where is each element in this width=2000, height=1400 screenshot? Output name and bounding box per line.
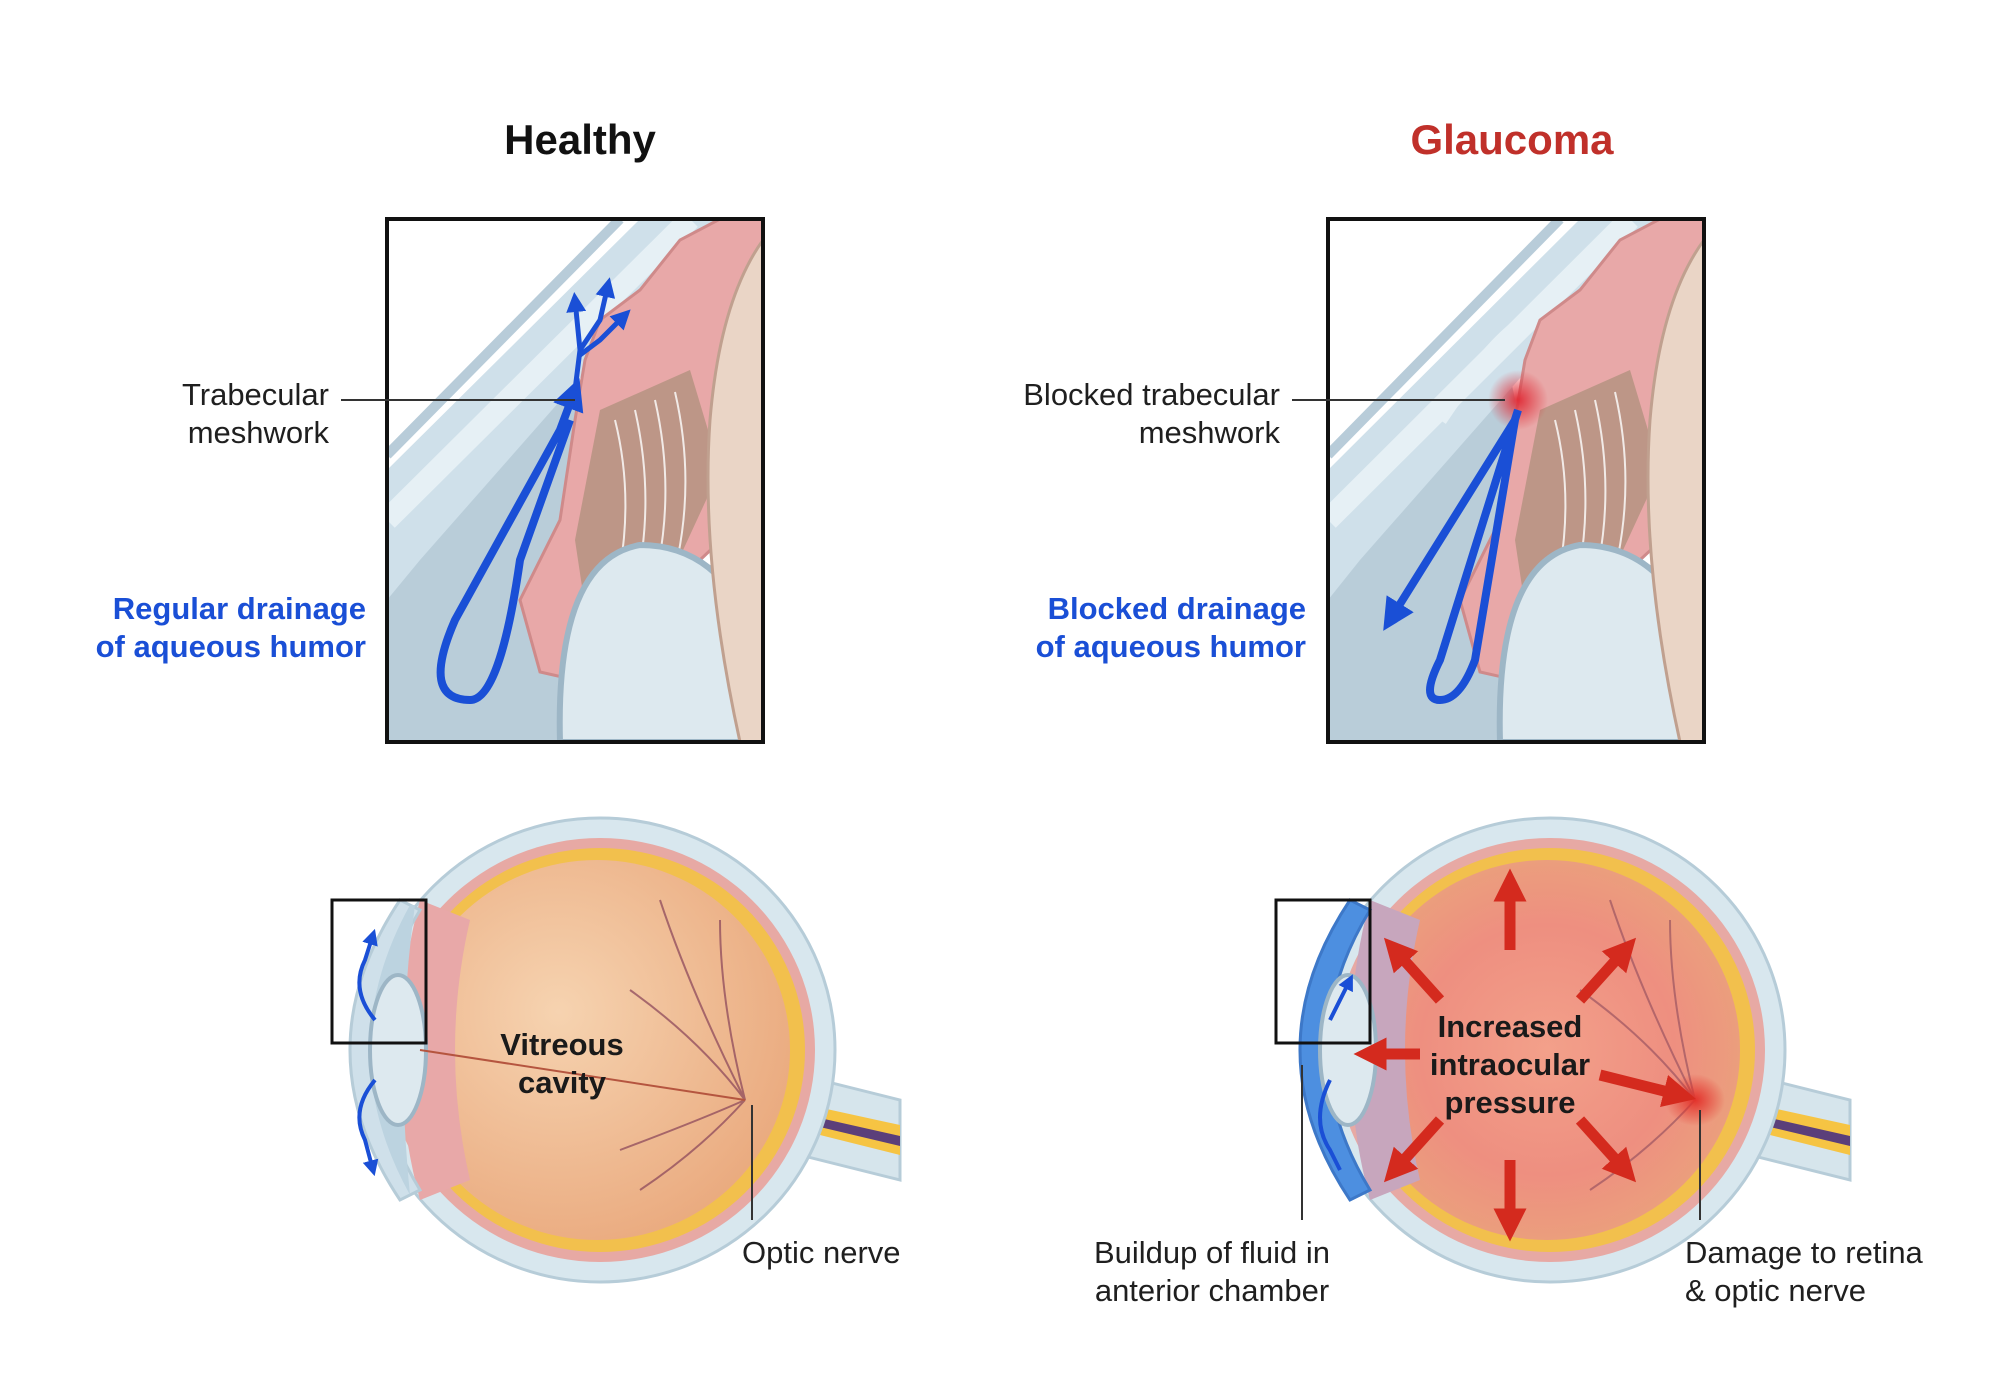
healthy-eye-flow-lower [357,1078,379,1177]
glaucoma-inset-frame [1326,217,1706,744]
buildup-line2: anterior chamber [1094,1273,1330,1308]
trabecular-label-line1: Trabecular [181,377,329,412]
healthy-eye [330,816,902,1284]
vitreous-line2: cavity [518,1065,606,1100]
glaucoma-flow-arrow [1383,408,1522,705]
glaucoma-vitreous [1354,860,1740,1240]
healthy-flow-arrow [436,378,584,705]
pressure-arrow-right [1598,1069,1697,1108]
pressure-line2: intraocular [1429,1047,1591,1082]
regular-drainage-label: Regular drainage of aqueous humor [40,590,366,666]
blocked-drainage-line1: Blocked drainage [1047,591,1306,626]
healthy-inset [341,217,765,744]
glaucoma-eye [1274,816,1852,1284]
regular-drainage-line1: Regular drainage [112,591,366,626]
damage-line2: & optic nerve [1685,1273,1866,1308]
regular-drainage-line2: of aqueous humor [95,629,366,664]
intraocular-pressure-label: Increased intraocular pressure [1400,1008,1620,1122]
healthy-vitreous [404,860,790,1240]
pressure-line1: Increased [1437,1009,1583,1044]
healthy-title: Healthy [504,116,656,163]
trabecular-label-line2: meshwork [187,415,329,450]
glaucoma-title: Glaucoma [1410,116,1614,163]
pressure-line3: pressure [1444,1085,1576,1120]
blocked-trab-line2: meshwork [1138,415,1280,450]
blocked-drainage-line2: of aqueous humor [1035,629,1306,664]
buildup-fluid-label: Buildup of fluid in anterior chamber [1062,1234,1362,1310]
optic-nerve-label: Optic nerve [742,1235,901,1270]
vitreous-cavity-label: Vitreous cavity [462,1026,662,1102]
healthy-inset-frame [385,217,765,744]
trabecular-meshwork-label: Trabecular meshwork [100,376,329,452]
pressure-arrows [1353,868,1697,1242]
damage-glow [1665,1074,1725,1126]
healthy-outflow-arrows [566,277,631,391]
glaucoma-cornea [1328,219,1660,600]
pressure-arrow-upright [1575,937,1637,1004]
pressure-arrow-downright [1575,1116,1637,1183]
healthy-eye-zoom-box [330,898,428,1045]
pressure-arrow-downleft [1383,1116,1445,1183]
blocked-meshwork-glow [1488,370,1548,430]
blocked-trabecular-label: Blocked trabecular meshwork [960,376,1280,452]
glaucoma-inset [1292,217,1706,744]
blocked-drainage-label: Blocked drainage of aqueous humor [980,590,1306,666]
healthy-cornea [387,219,720,600]
glaucoma-eye-lens [1318,973,1378,1127]
glaucoma-eye-zoom-box [1274,898,1372,1045]
damage-line1: Damage to retina [1685,1235,1923,1270]
blocked-trab-line1: Blocked trabecular [1023,377,1280,412]
healthy-eye-flow-upper [357,928,378,1022]
vitreous-line1: Vitreous [500,1027,624,1062]
damage-retina-label: Damage to retina & optic nerve [1685,1234,1975,1310]
healthy-eye-lens [368,973,428,1127]
pressure-arrow-upleft [1383,937,1445,1004]
buildup-line1: Buildup of fluid in [1093,1235,1331,1270]
